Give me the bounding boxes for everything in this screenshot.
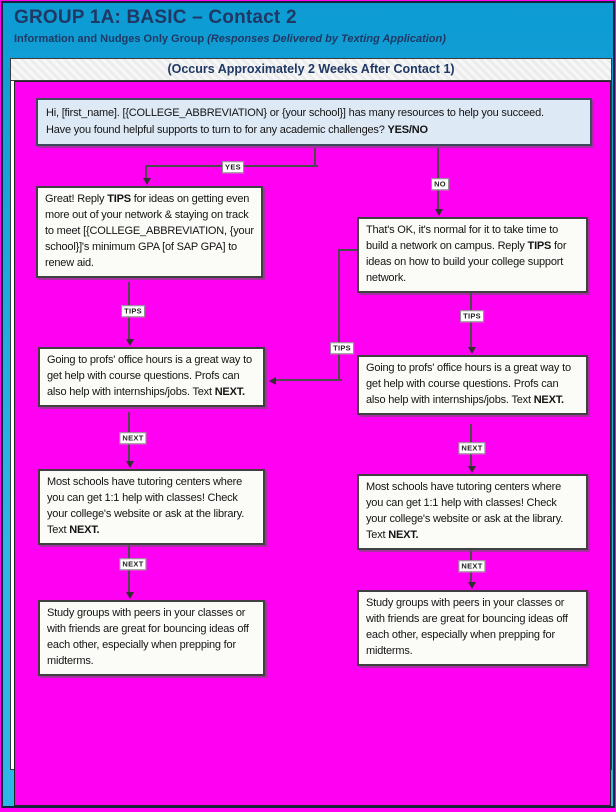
connector-label-next2-right: NEXT	[458, 560, 486, 572]
flow-node-office-hours-right: Going to profs' office hours is a great …	[357, 355, 588, 415]
flow-node-office-hours-left: Going to profs' office hours is a great …	[38, 347, 265, 407]
page-subtitle: Information and Nudges Only Group (Respo…	[14, 33, 608, 45]
connector-yes-down	[145, 165, 147, 178]
connector-label-next2-left: NEXT	[119, 558, 147, 570]
arrowhead-yes	[143, 178, 151, 185]
flow-node-tutoring-left: Most schools have tutoring centers where…	[38, 469, 265, 545]
arrowhead-tips-left	[126, 339, 134, 346]
connector-label-tips-right: TIPS	[460, 310, 484, 322]
subtitle-plain: Information and Nudges Only Group	[14, 33, 208, 45]
flow-node-intro: Hi, [first_name]. [{COLLEGE_ABBREVIATION…	[36, 98, 592, 147]
arrowhead-next1-right	[468, 466, 476, 473]
arrowhead-tips-cross	[269, 377, 276, 385]
connector-label-no: NO	[431, 178, 449, 190]
connector-yes-drop	[314, 148, 316, 167]
flow-node-no-branch: That's OK, it's normal for it to take ti…	[357, 217, 588, 293]
flow-node-study-groups-left: Study groups with peers in your classes …	[38, 600, 265, 676]
page-title: GROUP 1A: BASIC – Contact 2	[14, 7, 297, 28]
connector-label-next1-left: NEXT	[119, 432, 147, 444]
flow-node-yes-branch: Great! Reply TIPS for ideas on getting e…	[36, 186, 263, 278]
arrowhead-next2-right	[468, 582, 476, 589]
connector-label-yes: YES	[222, 161, 244, 173]
arrowhead-tips-right	[468, 347, 476, 354]
connector-label-next1-right: NEXT	[458, 442, 486, 454]
connector-tips-cross-out	[340, 249, 357, 251]
arrowhead-next1-left	[126, 461, 134, 468]
arrowhead-next2-left	[126, 592, 134, 599]
document-header: GROUP 1A: BASIC – Contact 2 Information …	[14, 7, 608, 45]
flow-node-study-groups-right: Study groups with peers in your classes …	[357, 590, 588, 666]
connector-tips-cross-in	[276, 379, 342, 381]
connector-label-tips-cross: TIPS	[330, 342, 354, 354]
connector-label-tips-left: TIPS	[121, 305, 145, 317]
timing-banner: (Occurs Approximately 2 Weeks After Cont…	[10, 58, 612, 81]
connector-tips-cross-drop	[338, 249, 340, 381]
flow-node-tutoring-right: Most schools have tutoring centers where…	[357, 474, 588, 550]
subtitle-italic: (Responses Delivered by Texting Applicat…	[207, 33, 446, 45]
arrowhead-no	[435, 209, 443, 216]
